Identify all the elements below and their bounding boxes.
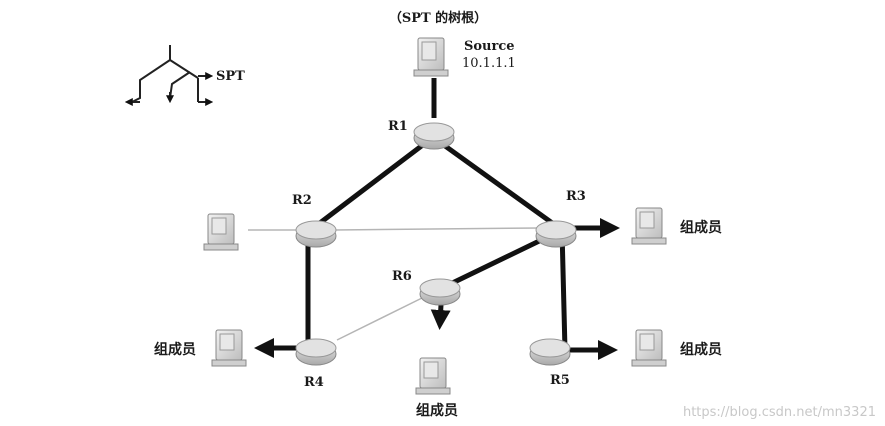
diagram-title: （SPT 的树根） (389, 10, 487, 26)
router-r4-label: R4 (304, 375, 324, 390)
pc-left-of-r2-icon (203, 213, 239, 251)
member-r5-label: 组成员 (680, 341, 722, 358)
router-r6-label: R6 (392, 269, 412, 284)
member-r4-label: 组成员 (154, 341, 196, 358)
physical-links (248, 227, 541, 341)
legend-spt-icon (124, 45, 214, 106)
spt-r1-r3 (432, 135, 564, 233)
router-r3-label: R3 (566, 189, 586, 204)
router-r4-icon (295, 338, 337, 366)
router-r6-icon (419, 278, 461, 306)
router-r5-icon (529, 338, 571, 366)
pc-member-r5-icon (631, 329, 667, 367)
member-r6-label: 组成员 (416, 402, 458, 419)
router-r2-icon (295, 220, 337, 248)
spt-r3-r5-member (559, 229, 618, 360)
watermark-text: https://blog.csdn.net/mn3321 (683, 405, 876, 420)
link-r2-r3 (334, 227, 541, 231)
router-r2-label: R2 (292, 193, 312, 208)
member-r3-label: 组成员 (680, 219, 722, 236)
pc-member-r4-icon (211, 329, 247, 367)
source-name: Source (464, 39, 515, 54)
legend-spt-label: SPT (216, 69, 245, 84)
router-r1-label: R1 (388, 119, 408, 134)
source-ip: 10.1.1.1 (462, 56, 516, 71)
pc-member-r6-icon (415, 357, 451, 395)
spt-tree-paths (254, 78, 620, 360)
link-r4-r6 (336, 297, 423, 341)
router-r3-icon (535, 220, 577, 248)
source-pc-icon (413, 37, 449, 77)
pc-member-r3-icon (631, 207, 667, 245)
router-r1-icon (413, 122, 455, 150)
router-r5-label: R5 (550, 373, 570, 388)
